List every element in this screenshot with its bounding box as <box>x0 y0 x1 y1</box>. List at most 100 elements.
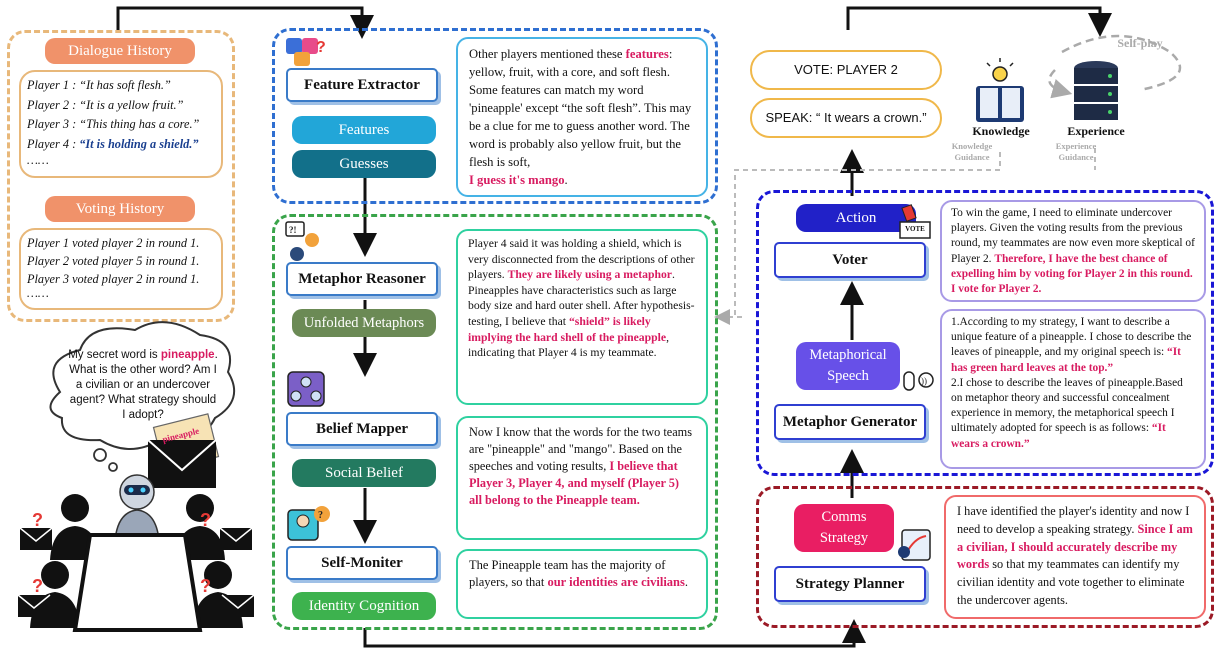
fe-d: I guess it's mango <box>469 173 565 187</box>
metaphor-reasoner-module: Metaphor Reasoner <box>286 262 438 296</box>
kg-line-1: Knowledge <box>951 141 993 151</box>
sm-c: . <box>684 575 688 589</box>
thought-post: . What is the other word? Am I a civilia… <box>69 349 218 421</box>
unfolded-metaphors-label: Unfolded Metaphors <box>292 309 436 337</box>
sp-a: I have identified the player's identity … <box>957 504 1190 536</box>
fe-e: . <box>564 173 568 187</box>
mr-a: Player 4 said it was holding a shield, w… <box>468 237 695 282</box>
metaphor-generator-module: Metaphor Generator <box>774 404 926 440</box>
dialogue-ellipsis: …… <box>27 153 49 167</box>
cs-line-1: Comms <box>821 509 867 525</box>
mg-d: “It wears a crown.” <box>951 422 1166 450</box>
sm-a: The Pineapple team has the majority of p… <box>469 558 666 589</box>
voting-history-title: Voting History <box>45 196 195 222</box>
self-moniter-module: Self-Moniter <box>286 546 438 580</box>
metaphor-generator-text: 1.According to my strategy, I want to de… <box>940 309 1206 469</box>
action-label: Action <box>796 204 916 232</box>
eg-line-2: Guidance <box>1058 152 1094 162</box>
belief-mapper-text: Now I know that the words for the two te… <box>456 416 708 540</box>
dialogue-history-title: Dialogue History <box>45 38 195 64</box>
mr-c: . <box>671 268 675 282</box>
dialogue-line-1: Player 1 : “It has soft flesh.” <box>27 78 171 92</box>
experience-label: Experience <box>1067 124 1125 138</box>
kg-line-2: Guidance <box>954 152 990 162</box>
voter-module: Voter <box>774 242 926 278</box>
social-belief-label: Social Belief <box>292 459 436 487</box>
mg-c: 2.I chose to describe the leaves of pine… <box>951 376 1183 435</box>
svg-text:?: ? <box>32 510 43 530</box>
metaphor-reasoner-text: Player 4 said it was holding a shield, w… <box>456 229 708 405</box>
self-moniter-text: The Pineapple team has the majority of p… <box>456 549 708 619</box>
ballot-box-text: VOTE <box>905 225 925 233</box>
dialogue-line-3: Player 3 : “This thing has a core.” <box>27 117 200 131</box>
metaphorical-speech-label: Metaphorical Speech <box>796 342 900 390</box>
vote-output: VOTE: PLAYER 2 <box>750 50 942 90</box>
strategy-planner-module: Strategy Planner <box>774 566 926 602</box>
vt-a: To win the game, I need to eliminate und… <box>951 207 1195 265</box>
cs-line-2: Strategy <box>819 530 869 546</box>
robot-icon <box>114 474 160 541</box>
experience-guidance-label: Experience Guidance <box>1048 141 1104 163</box>
feature-extractor-panel <box>272 28 718 204</box>
reasoning-panel <box>272 214 718 630</box>
mg-a: 1.According to my strategy, I want to de… <box>951 316 1192 359</box>
svg-text:?: ? <box>32 576 43 596</box>
mg-b: “It has green hard leaves at the top.” <box>951 346 1181 374</box>
voter-text: To win the game, I need to eliminate und… <box>940 200 1206 302</box>
svg-text:?!: ?! <box>289 225 297 235</box>
sm-b: our identities are civilians <box>547 575 685 589</box>
svg-text:?: ? <box>200 510 211 530</box>
features-label: Features <box>292 116 436 144</box>
dialogue-line-4-highlight: “It is holding a shield.” <box>79 136 199 151</box>
speak-output: SPEAK: “ It wears a crown.” <box>750 98 942 138</box>
bm-b: I believe that Player 3, Player 4, and m… <box>469 459 680 507</box>
guesses-label: Guesses <box>292 150 436 178</box>
voting-line-1: Player 1 voted player 2 in round 1. <box>27 236 200 250</box>
dialogue-history-box: Player 1 : “It has soft flesh.” Player 2… <box>19 70 223 178</box>
belief-mapper-module: Belief Mapper <box>286 412 438 446</box>
identity-cognition-label: Identity Cognition <box>292 592 436 620</box>
sp-b: Since I am a civilian, I should accurate… <box>957 521 1193 572</box>
svg-text:?: ? <box>200 576 211 596</box>
sp-c: so that my teammates can identify my civ… <box>957 557 1185 607</box>
mr-d: Pineapples have characteristics such as … <box>468 283 695 328</box>
voting-line-3: Player 3 voted player 2 in round 1. <box>27 272 200 286</box>
svg-text:)): )) <box>921 376 927 386</box>
thought-pre: My secret word is <box>68 349 158 361</box>
dialogue-line-4-prefix: Player 4 : <box>27 136 80 151</box>
output-panel <box>756 190 1214 476</box>
history-panel <box>7 30 235 322</box>
fe-c: : yellow, fruit, with a core, and soft f… <box>469 47 692 169</box>
mr-e: “shield” is likely implying the hard she… <box>468 314 667 344</box>
thought-secret-word: pineapple <box>160 349 215 361</box>
mr-b: They are likely using a metaphor <box>507 268 672 282</box>
svg-text:?: ? <box>318 510 323 521</box>
ms-line-1: Metaphorical <box>809 347 887 363</box>
dialogue-line-2: Player 2 : “It is a yellow fruit.” <box>27 97 184 112</box>
strategy-planner-text: I have identified the player's identity … <box>944 495 1206 619</box>
strategy-panel <box>756 486 1214 628</box>
voting-line-2: Player 2 voted player 5 in round 1. <box>27 254 200 268</box>
comms-strategy-label: Comms Strategy <box>794 504 894 552</box>
fe-b: features <box>625 47 669 61</box>
knowledge-guidance-label: Knowledge Guidance <box>944 141 1000 163</box>
dialogue-line-4: Player 4 : “It is holding a shield.” <box>27 135 215 155</box>
vt-b: Therefore, I have the best chance of exp… <box>951 252 1193 296</box>
feature-extractor-module: Feature Extractor <box>286 68 438 102</box>
feature-extractor-text: Other players mentioned these features: … <box>456 37 708 197</box>
svg-text:?: ? <box>316 39 326 56</box>
voting-history-box: Player 1 voted player 2 in round 1. Play… <box>19 228 223 310</box>
eg-line-1: Experience <box>1055 141 1097 151</box>
bm-a: Now I know that the words for the two te… <box>469 425 693 473</box>
